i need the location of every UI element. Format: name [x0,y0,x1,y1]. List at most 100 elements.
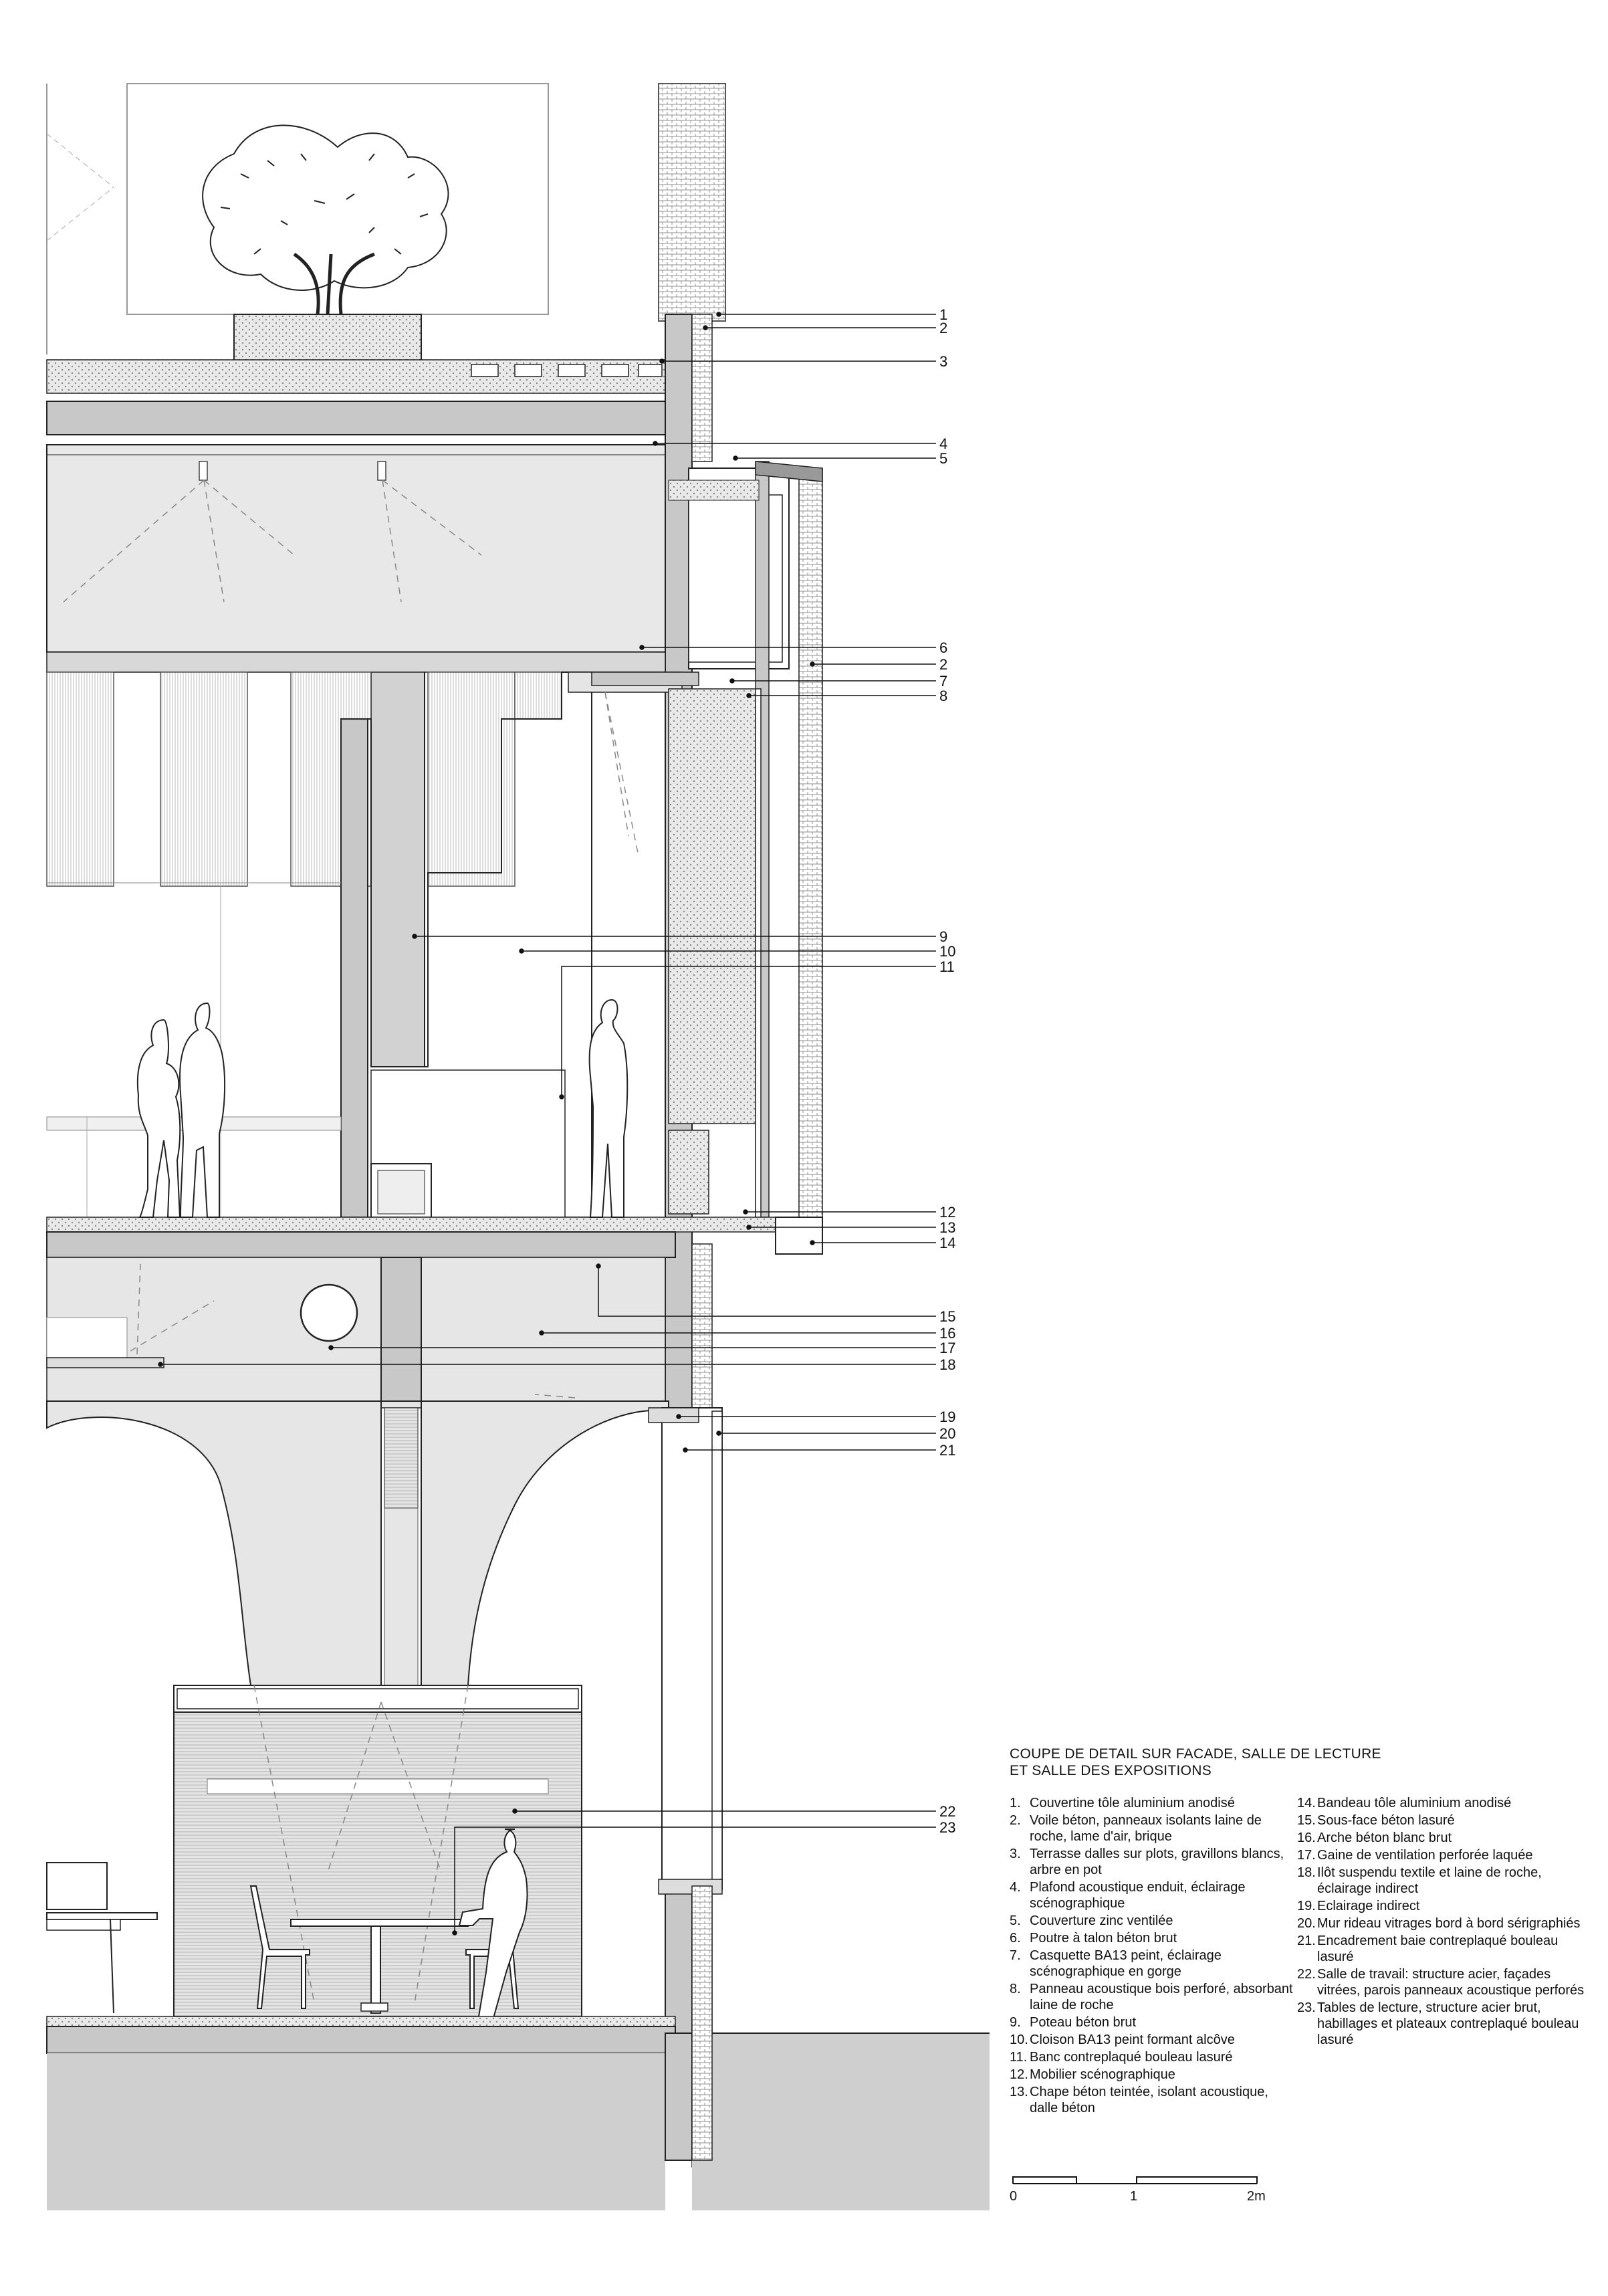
legend-item-text: Ilôt suspendu textile et laine de roche,… [1317,1865,1542,1896]
lower-level [46,1257,723,1895]
legend-item-text: Mobilier scénographique [1030,2067,1175,2082]
legend-item-text: Tables de lecture, structure acier brut,… [1317,2000,1579,2047]
legend-item: 22.Salle de travail: structure acier, fa… [1297,1966,1585,1998]
legend-item-text: Plafond acoustique enduit, éclairage scé… [1030,1880,1246,1911]
legend-item: 8. Panneau acoustique bois perforé, absor… [1010,1981,1297,2013]
callout-number: 12 [939,1204,955,1221]
legend-item-text: Panneau acoustique bois perforé, absorba… [1030,1982,1293,2012]
ground [47,1885,990,2210]
scale-label-2m: 2m [1247,2189,1266,2204]
legend-item-text: Mur rideau vitrages bord à bord sérigrap… [1317,1916,1581,1931]
callout-number: 15 [939,1308,955,1325]
legend-item-number: 15. [1297,1813,1316,1828]
legend-item: 9. Poteau béton brut [1010,2014,1297,2030]
legend-item-text: Cloison BA13 peint formant alcôve [1030,2032,1235,2047]
tree-in-pot [202,124,449,369]
callout-number: 1 [939,306,947,323]
scale-label-1: 1 [1130,2189,1137,2204]
legend-item: 21.Encadrement baie contreplaqué bouleau… [1297,1933,1585,1965]
callout-number: 2 [939,656,947,673]
legend-item: 7. Casquette BA13 peint, éclairage scénog… [1010,1948,1297,1980]
legend-item-number: 22. [1297,1967,1316,1982]
legend-item-text: Couvertine tôle aluminium anodisé [1030,1796,1235,1810]
legend-item: 2.Voile béton, panneaux isolants laine d… [1010,1812,1297,1845]
callout-number: 3 [939,353,947,370]
legend-column-left: 1. Couvertine tôle aluminium anodisé 2.Voi… [1010,1795,1297,2117]
callout-number: 10 [939,943,955,960]
legend-item: 19.Eclairage indirect [1297,1898,1585,1914]
legend-item: 3. Terrasse dalles sur plots, gravillons … [1010,1846,1297,1878]
callout-leaders [158,312,936,1936]
legend-item-number: 3. [1010,1847,1021,1861]
legend-item: 20.Mur rideau vitrages bord à bord sérig… [1297,1915,1585,1932]
people-silhouettes [136,999,628,1218]
legend-item-number: 2. [1010,1813,1021,1828]
legend-item-number: 12. [1010,2067,1028,2082]
legend-item-text: Gaine de ventilation perforée laquée [1317,1848,1533,1863]
legend-item-text: Arche béton blanc brut [1317,1831,1452,1845]
legend-item-number: 7. [1010,1948,1021,1963]
legend-item-number: 9. [1010,2015,1021,2030]
legend-item-number: 6. [1010,1931,1021,1946]
legend-item: 18.Ilôt suspendu textile et laine de roc… [1297,1865,1585,1897]
callout-number: 6 [939,639,947,656]
legend-item-text: Poutre à talon béton brut [1030,1931,1177,1946]
legend-item: 10.Cloison BA13 peint formant alcôve [1010,2032,1297,2048]
callout-number: 4 [939,435,947,452]
legend-item-text: Bandeau tôle aluminium anodisé [1317,1796,1512,1810]
legend-item-text: Poteau béton brut [1030,2015,1137,2030]
legend-item-number: 14. [1297,1796,1316,1810]
exhibition-room [46,444,823,1258]
legend-item: 1. Couvertine tôle aluminium anodisé [1010,1795,1297,1811]
legend-item-text: Banc contreplaqué bouleau lasuré [1030,2050,1233,2065]
work-room [46,1685,676,2054]
legend-columns: 1. Couvertine tôle aluminium anodisé 2.Voi… [1010,1795,1585,2117]
callout-number: 5 [939,450,947,467]
legend-item: 14.Bandeau tôle aluminium anodisé [1297,1795,1585,1811]
callout-number: 17 [939,1340,955,1356]
legend-item-number: 4. [1010,1880,1021,1895]
legend: COUPE DE DETAIL SUR FACADE, SALLE DE LEC… [1010,1746,1585,2117]
callout-number: 13 [939,1219,955,1236]
callout-number: 23 [939,1819,955,1836]
legend-item-number: 13. [1010,2085,1028,2099]
callout-number: 16 [939,1325,955,1342]
legend-item-number: 23. [1297,2000,1316,2015]
legend-item-text: Terrasse dalles sur plots, gravillons bl… [1030,1847,1284,1877]
callout-number: 18 [939,1356,955,1373]
callout-number: 14 [939,1235,955,1251]
legend-item: 16.Arche béton blanc brut [1297,1830,1585,1846]
scale-bar [1012,2176,1258,2184]
callout-number: 7 [939,673,947,690]
legend-item-text: Couverture zinc ventilée [1030,1913,1173,1928]
callout-number: 20 [939,1425,955,1442]
legend-item-number: 21. [1297,1934,1316,1948]
legend-title: COUPE DE DETAIL SUR FACADE, SALLE DE LEC… [1010,1746,1585,1779]
callout-number: 8 [939,688,947,704]
legend-item: 23.Tables de lecture, structure acier br… [1297,2000,1585,2048]
legend-item-text: Chape béton teintée, isolant acoustique,… [1030,2085,1268,2115]
legend-item-text: Casquette BA13 peint, éclairage scénogra… [1030,1948,1222,1979]
legend-item-number: 11. [1010,2050,1028,2065]
legend-item-text: Salle de travail: structure acier, façad… [1317,1967,1585,1998]
legend-item-number: 16. [1297,1831,1316,1845]
callout-number: 22 [939,1803,955,1820]
callout-number: 9 [939,928,947,945]
callout-number: 2 [939,320,947,336]
legend-item-number: 20. [1297,1916,1316,1931]
legend-item-number: 10. [1010,2032,1028,2047]
legend-item: 6. Poutre à talon béton brut [1010,1930,1297,1946]
legend-item-number: 18. [1297,1865,1316,1880]
legend-item-number: 8. [1010,1982,1021,1996]
legend-item-number: 17. [1297,1848,1316,1863]
legend-item: 13.Chape béton teintée, isolant acoustiq… [1010,2084,1297,2116]
legend-item: 11.Banc contreplaqué bouleau lasuré [1010,2049,1297,2065]
legend-item: 4. Plafond acoustique enduit, éclairage s… [1010,1879,1297,1911]
legend-title-line2: ET SALLE DES EXPOSITIONS [1010,1763,1212,1778]
callout-number: 21 [939,1442,955,1459]
legend-item-text: Eclairage indirect [1317,1899,1420,1913]
legend-item-number: 1. [1010,1796,1021,1810]
legend-item: 17.Gaine de ventilation perforée laquée [1297,1847,1585,1863]
